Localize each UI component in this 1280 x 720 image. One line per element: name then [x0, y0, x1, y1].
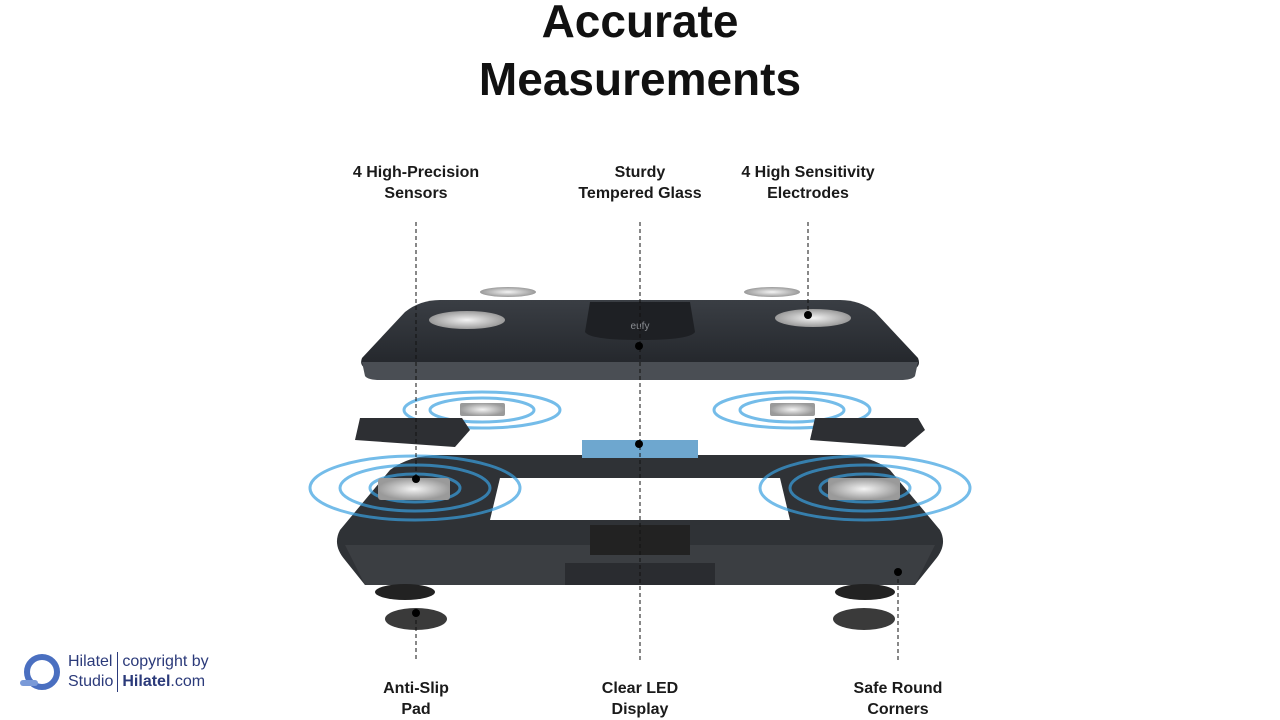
callout-text: Sensors — [384, 185, 448, 202]
callout-text: Tempered Glass — [578, 185, 702, 202]
corner-cover-left — [355, 418, 470, 447]
leader-dots — [412, 311, 902, 617]
callout-text: Corners — [867, 701, 929, 718]
anti-slip-pad — [833, 608, 895, 630]
watermark-text: Studio — [68, 673, 114, 690]
electrode — [744, 287, 800, 297]
watermark-text: Hilatel — [122, 673, 171, 690]
callout-text: Pad — [401, 701, 431, 718]
watermark-text: .com — [170, 673, 206, 690]
title-line-2: Measurements — [478, 53, 802, 105]
product-logo: eufy — [631, 321, 650, 332]
callout-text: 4 High-Precision — [352, 164, 480, 181]
anti-slip-pad — [385, 608, 447, 630]
watermark-text: copyright by — [122, 653, 209, 670]
callout-text: Display — [611, 701, 669, 718]
electrode — [775, 309, 851, 327]
watermark-text: Hilatel — [68, 653, 113, 670]
callout-text: Clear LED — [601, 680, 679, 697]
electrode — [480, 287, 536, 297]
electrode — [429, 311, 505, 329]
callout-text: 4 High Sensitivity — [741, 164, 875, 181]
callout-text: Sturdy — [614, 164, 666, 181]
load-sensors — [378, 403, 900, 500]
watermark-logo-icon — [20, 654, 60, 690]
callout-text: Anti-Slip — [383, 680, 449, 697]
callout-text: Electrodes — [767, 185, 849, 202]
sensor-signal-rings — [308, 390, 972, 522]
callout-text: Safe Round — [853, 680, 943, 697]
title-line-1: Accurate — [541, 0, 739, 47]
callout-display: Clear LED Display — [530, 678, 750, 720]
corner-cover-right — [810, 418, 925, 447]
